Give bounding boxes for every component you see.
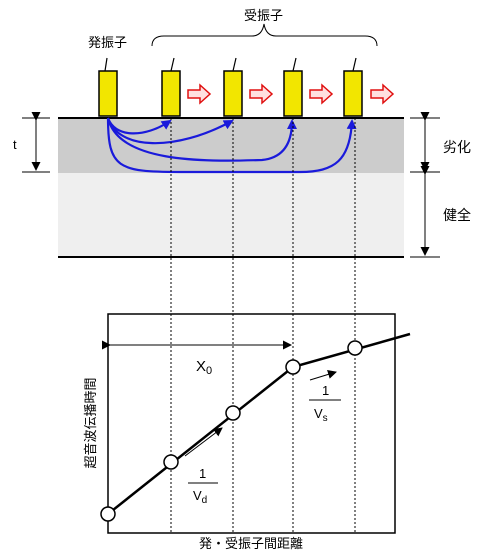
- receiver-3: [283, 57, 303, 117]
- data-points: [100, 340, 363, 522]
- thickness-dimension: [22, 112, 50, 173]
- slope-d-numerator: 1: [199, 466, 206, 481]
- travel-time-curve: [107, 332, 411, 515]
- y-axis-label: 超音波伝播時間: [83, 377, 99, 468]
- move-arrow-2: [249, 83, 274, 105]
- receivers-brace: [151, 23, 378, 47]
- receiver-2: [223, 57, 243, 117]
- receivers-label: 受振子: [244, 9, 283, 24]
- move-arrow-4: [370, 83, 395, 105]
- slope-s-arrow: [309, 370, 337, 381]
- data-point-4: [347, 340, 363, 356]
- data-point-origin: [100, 506, 116, 522]
- slope-d-arrow: [184, 427, 223, 457]
- slope-s-denominator: Vs: [314, 406, 328, 424]
- x-axis-label: 発・受振子間距離: [199, 537, 303, 552]
- wave-paths: [106, 117, 357, 174]
- graph-frame: [107, 313, 396, 534]
- data-point-2: [225, 405, 241, 421]
- wave-path-3: [106, 117, 297, 162]
- sound-layer: [58, 173, 404, 257]
- degraded-label: 劣化: [443, 140, 471, 156]
- sound-label: 健全: [443, 207, 471, 224]
- thickness-label: t: [13, 137, 17, 152]
- move-arrow-1: [187, 83, 212, 105]
- slope-s-numerator: 1: [322, 383, 329, 398]
- data-point-1: [163, 454, 179, 470]
- receiver-1: [161, 57, 181, 117]
- wave-path-2: [106, 117, 234, 145]
- x0-label: X0: [196, 358, 212, 377]
- wave-path-4: [106, 117, 357, 174]
- degraded-dimension: [410, 112, 440, 258]
- receiver-4: [343, 57, 363, 117]
- data-point-3: [285, 359, 301, 375]
- slope-d-denominator: Vd: [193, 488, 207, 506]
- move-arrow-3: [309, 83, 334, 105]
- move-arrows: [187, 83, 395, 105]
- transmitter-label: 発振子: [88, 36, 127, 51]
- transmitter: [98, 57, 118, 117]
